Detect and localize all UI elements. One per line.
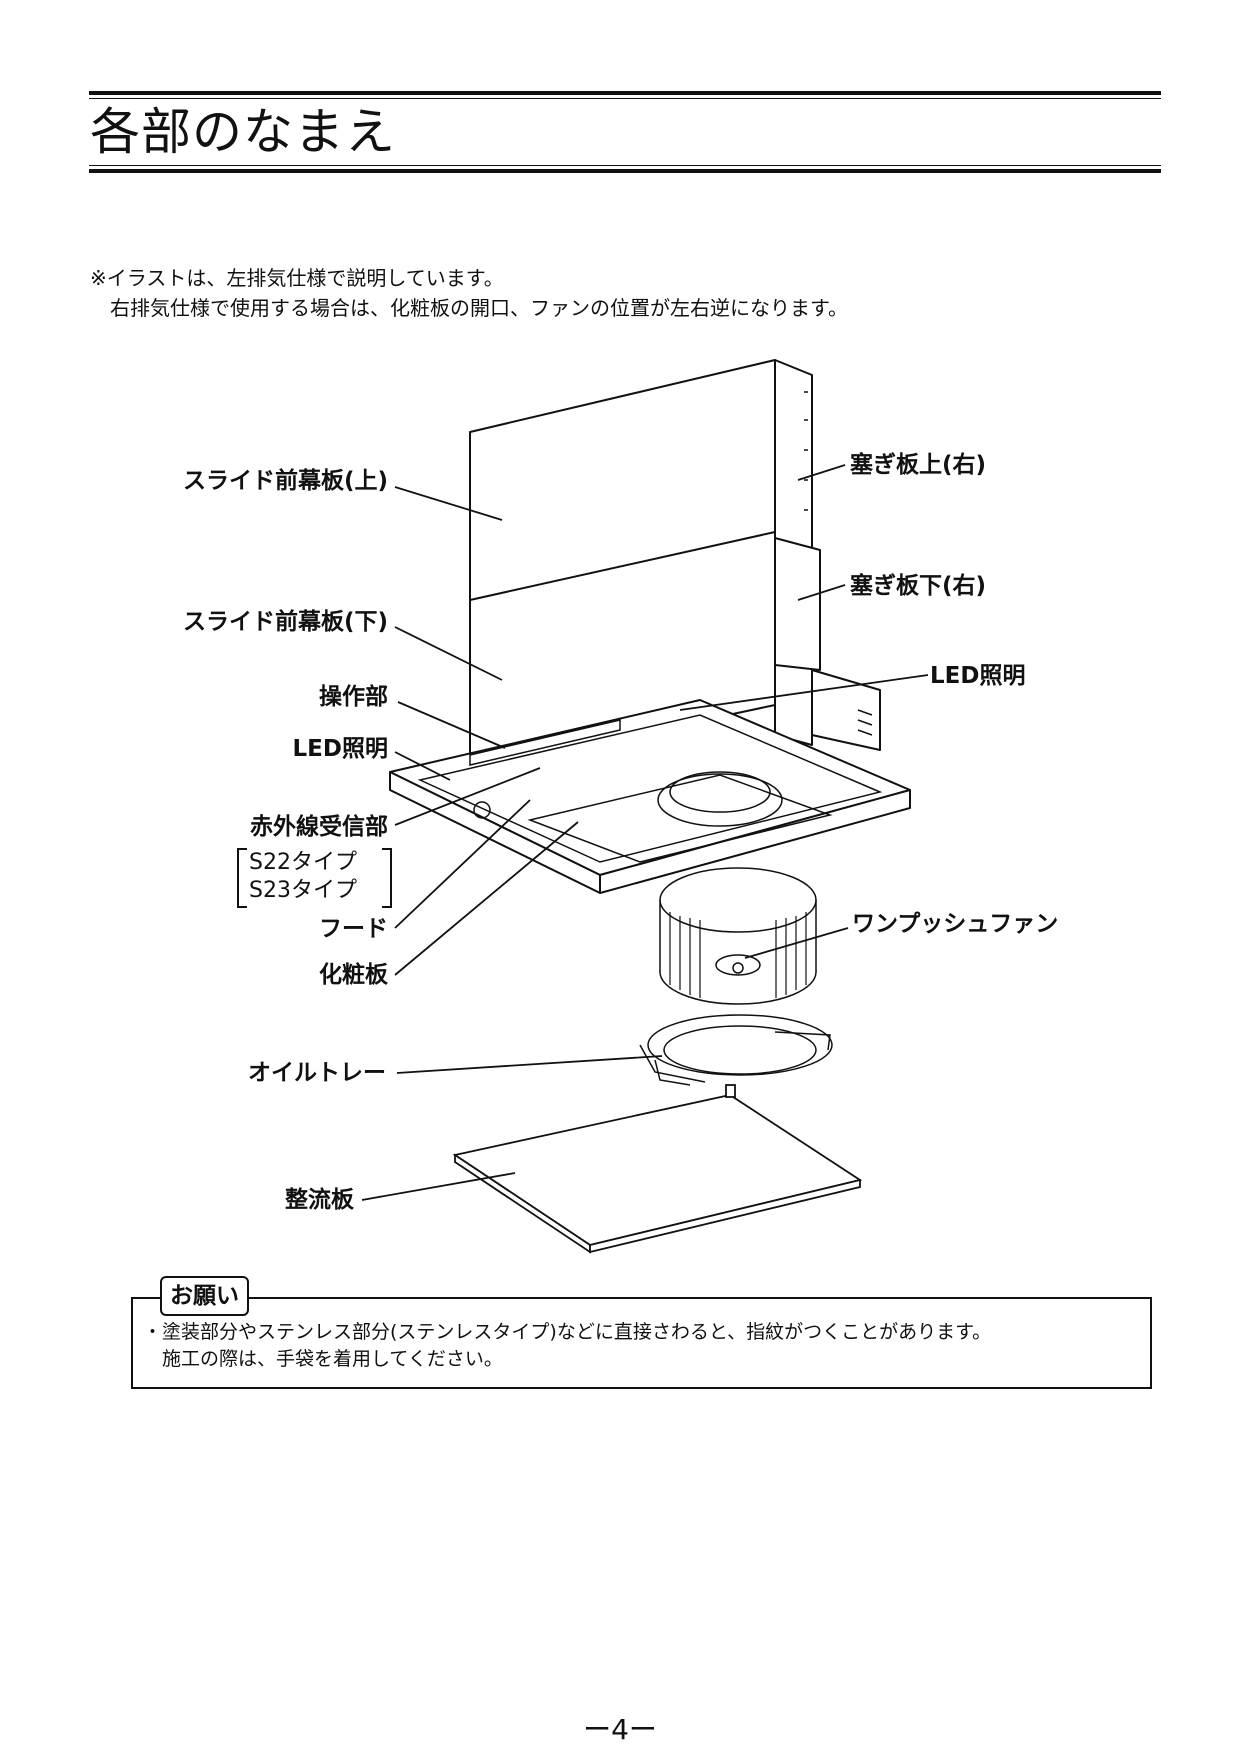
title-rule-bottom-thin [89,165,1161,166]
title-rule-top-thin [89,98,1161,99]
block-panel-lower [774,537,821,671]
leader-operation [397,701,506,749]
page-number: ー4ー [583,1713,657,1746]
notice-box [131,1297,1152,1389]
illustration-note: ※イラストは、左排気仕様で説明しています。 [90,266,504,290]
page-title: 各部のなまえ [90,103,396,161]
oil-tray-drawing [639,1014,833,1086]
notice-line: 施工の際は、手袋を着用してください。 [143,1348,503,1370]
leader-led-left [394,751,451,781]
one-push-fan-drawing [659,867,817,1005]
title-rule-top-thick [89,91,1161,95]
leader-oil-tray [396,1055,663,1074]
label-slide-front-panel-upper: スライド前幕板(上) [182,468,388,494]
leader-block-lower [797,584,846,601]
leader-led-right [679,674,929,711]
hood-body-top [389,699,911,876]
leader-block-upper [797,464,846,481]
block-panel-side [774,359,813,746]
slide-front-panel-upper [469,359,776,615]
notice-heading: お願い [160,1276,249,1316]
type-bracket [237,848,392,908]
label-led-light-right: LED照明 [930,663,1026,689]
leader-ir-receiver [394,767,541,826]
label-block-panel-lower-right: 塞ぎ板下(右) [850,573,987,599]
label-led-light-left: LED照明 [292,736,388,762]
leader-slide-lower [394,626,503,681]
leader-slide-upper [394,486,503,521]
label-baffle-plate: 整流板 [285,1187,354,1213]
leader-fan [744,927,849,959]
back-duct-box [811,669,881,751]
label-oil-tray: オイルトレー [248,1060,386,1086]
slide-front-panel-lower [469,531,776,771]
leader-hood [394,799,531,929]
label-slide-front-panel-lower: スライド前幕板(下) [182,609,388,635]
label-hood: フード [319,916,388,942]
hood-body-front [389,771,601,894]
leader-baffle [361,1172,516,1201]
label-type-s22: S22タイプ [249,850,357,875]
label-one-push-fan: ワンプッシュファン [852,911,1059,937]
right-exhaust-note: 右排気仕様で使用する場合は、化粧板の開口、ファンの位置が左右逆になります。 [90,296,848,320]
label-block-panel-upper-right: 塞ぎ板上(右) [850,452,987,478]
label-ir-receiver: 赤外線受信部 [250,814,388,840]
label-decorative-panel: 化粧板 [319,962,388,988]
leader-decor-panel [394,821,579,976]
hood-body-right [599,789,911,894]
title-rule-bottom-thick [89,169,1161,173]
notice-line: ・塗装部分やステンレス部分(ステンレスタイプ)などに直接さわると、指紋がつくこと… [143,1321,992,1343]
label-operation-panel: 操作部 [319,684,388,710]
baffle-plate-drawing [452,1084,863,1254]
label-type-s23: S23タイプ [249,878,357,903]
